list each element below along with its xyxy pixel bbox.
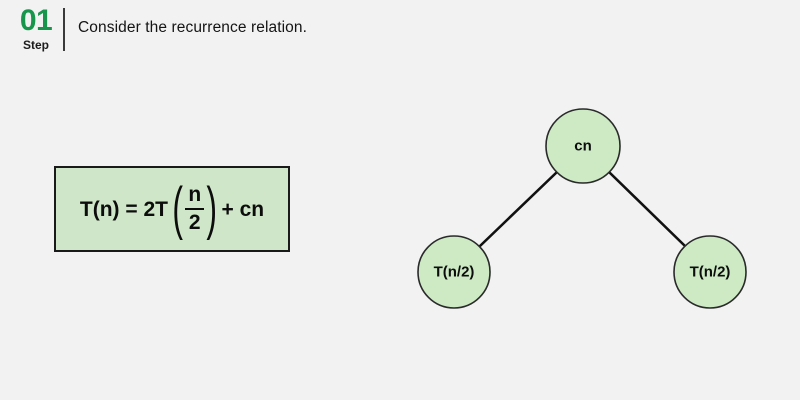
step-label: Step [22,38,49,52]
left-child-node-circle [417,235,491,309]
recurrence-formula: T(n) = 2T ( n 2 ) + cn [79,176,265,242]
right-child-node-label: T(n/2) [690,264,731,281]
right-child-node-circle [673,235,747,309]
root-node-circle [545,108,621,184]
step-badge: 01 Step [12,4,60,53]
edge-root-to-right-child [607,170,687,248]
page-title: Consider the recurrence relation. [78,19,308,36]
formula-lhs: T(n) = 2T [79,197,168,221]
tree-edges [478,170,687,248]
tree-node-left-child: T(n/2) [417,235,491,309]
fraction-numerator: n [188,182,202,206]
formula-fraction: n 2 [185,182,205,234]
tree-node-right-child: T(n/2) [673,235,747,309]
step-number: 01 [19,4,53,37]
edge-root-to-left-child [478,170,559,248]
header-divider [63,8,65,51]
formula-close-paren: ) [206,176,218,242]
fraction-denominator: 2 [188,211,201,234]
root-node-label: cn [574,138,592,155]
tree-node-root: cn [545,108,621,184]
step-header: 01 Step Consider the recurrence relation… [0,0,800,62]
formula-rhs: + cn [221,197,265,221]
formula-box: T(n) = 2T ( n 2 ) + cn [54,166,290,252]
tree-nodes: cn T(n/2) T(n/2) [417,108,747,309]
formula-open-paren: ( [172,176,183,242]
left-child-node-label: T(n/2) [434,264,475,281]
fraction-bar [185,208,205,210]
